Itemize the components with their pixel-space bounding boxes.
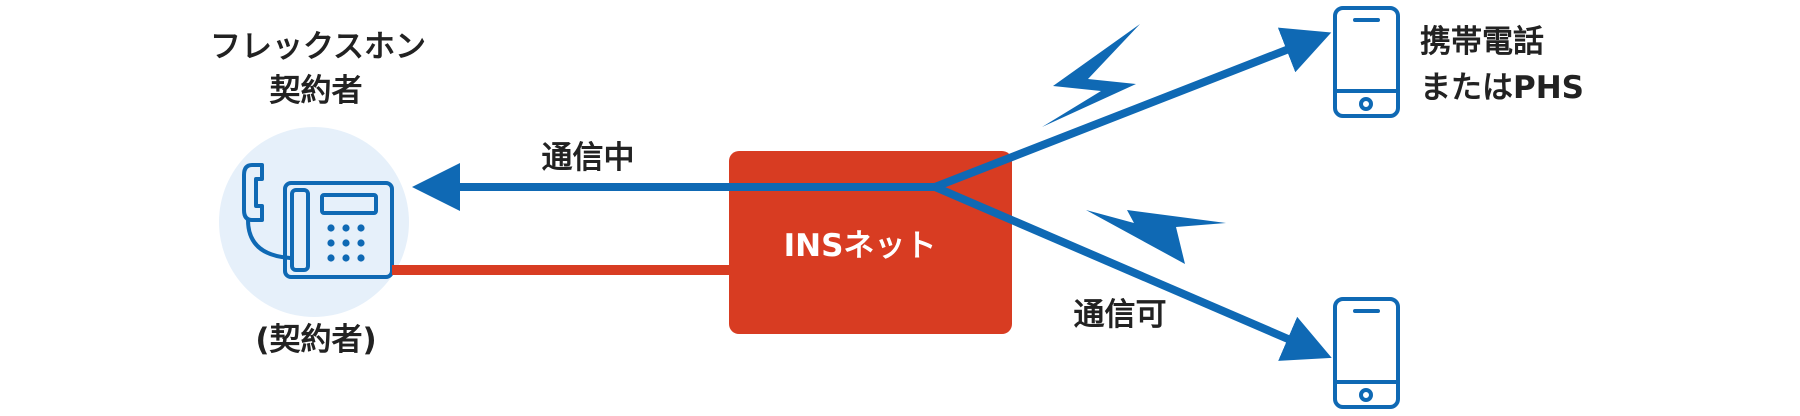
wired-line [392,265,732,275]
active-call-label: 通信中 [542,140,635,176]
mobile-label-line1: 携帯電話 [1420,24,1544,60]
desk-phone-icon [242,163,394,279]
subscriber-title-line2: 契約者 [270,73,363,109]
smartphone-icon [1333,297,1400,409]
lightning-bolt-icon [1042,24,1140,127]
subscriber-title-line1: フレックスホン [210,29,426,65]
mobile-call-arrow [933,27,1332,191]
subscriber-caption: (契約者) [255,322,376,358]
ins-network-box [729,151,1012,334]
phone-keypad [327,224,365,262]
available-call-label: 通信可 [1074,297,1167,333]
available-call-arrow [933,183,1332,361]
lightning-bolt-icon [1086,210,1226,264]
mobile-label-line2: またはPHS [1420,70,1584,106]
smartphone-icon [1333,6,1400,118]
subscriber-phone [219,127,409,317]
ins-network-label: INSネット [784,228,937,264]
phone-background-circle [219,127,409,317]
